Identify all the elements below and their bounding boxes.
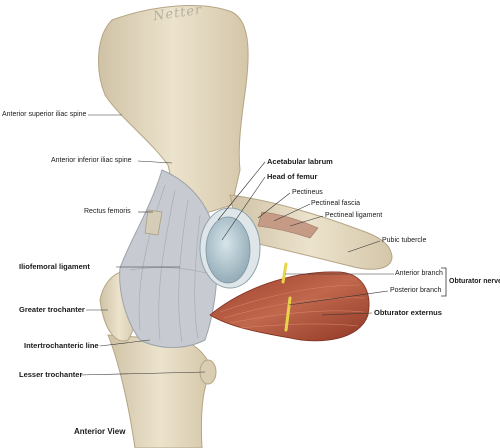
label-pectineal-fascia: Pectineal fascia	[311, 200, 361, 207]
femoral-head-shape	[205, 216, 251, 284]
label-asis: Anterior superior iliac spine	[2, 111, 87, 118]
obturator-nerve-posterior-branch	[284, 296, 292, 332]
ilium-bone	[98, 5, 249, 216]
label-intertrochanteric-line: Intertrochanteric line	[24, 341, 99, 350]
femur-shaft	[107, 334, 213, 448]
label-pectineal-ligament: Pectineal ligament	[325, 212, 383, 219]
label-obturator-nerve: Obturator nerve	[449, 278, 500, 285]
label-anterior-branch: Anterior branch	[395, 270, 443, 277]
label-iliofemoral-ligament: Iliofemoral ligament	[19, 262, 90, 271]
pectineal-fascia-shape	[257, 211, 319, 239]
label-lesser-trochanter: Lesser trochanter	[19, 370, 83, 379]
obturator-nerve-bracket	[441, 267, 447, 297]
label-acetabular-labrum: Acetabular labrum	[267, 157, 333, 166]
label-posterior-branch: Posterior branch	[390, 287, 442, 294]
label-greater-trochanter: Greater trochanter	[19, 305, 85, 314]
view-label: Anterior View	[74, 427, 126, 436]
rectus-femoris-tendon	[144, 209, 163, 236]
label-pubic-tubercle: Pubic tubercle	[382, 237, 427, 244]
label-pectineus: Pectineus	[292, 189, 323, 196]
label-head-of-femur: Head of femur	[267, 172, 318, 181]
label-obturator-externus: Obturator externus	[374, 308, 442, 317]
label-aiis: Anterior inferior iliac spine	[51, 157, 132, 164]
obturator-nerve-anterior-branch	[281, 262, 288, 284]
label-rectus-femoris: Rectus femoris	[84, 208, 131, 215]
